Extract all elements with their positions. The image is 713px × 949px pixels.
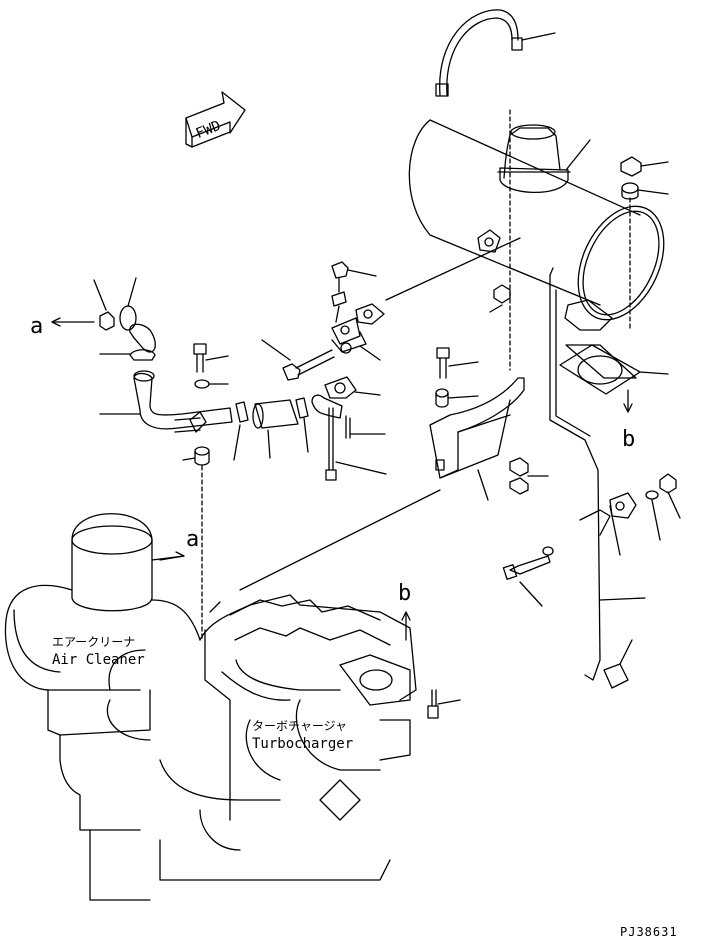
top-band-clamp — [435, 9, 556, 97]
air-cleaner-label-en: Air Cleaner — [52, 652, 145, 668]
clamp-bolts-left — [174, 343, 229, 641]
labels: エアークリーナ Air Cleaner ターボチャージャ Turbocharge… — [52, 635, 678, 939]
ref-a-air-cleaner: a — [186, 527, 199, 552]
turbocharger-label-en: Turbocharger — [252, 736, 353, 752]
forward-direction-arrow: FWD — [185, 91, 246, 148]
fwd-label: FWD — [194, 118, 223, 142]
bracket-bolts — [435, 284, 549, 495]
nut-top-right — [620, 156, 669, 331]
muffler — [408, 119, 665, 331]
drawing-code: PJ38631 — [620, 925, 678, 939]
intake-pipe-left: a — [30, 277, 233, 430]
air-cleaner: a — [4, 513, 201, 831]
flange-bolt — [261, 339, 335, 381]
turbocharger-label-jp: ターボチャージャ — [252, 719, 347, 733]
stay-pipe — [549, 267, 646, 681]
connecting-hose — [233, 397, 309, 461]
ref-b-right: b — [622, 427, 635, 452]
air-cleaner-label-jp: エアークリーナ — [52, 635, 135, 649]
ref-a-left: a — [30, 314, 43, 339]
exhaust-elbow-group — [311, 261, 387, 481]
turbocharger-area: b — [89, 489, 461, 901]
clip-bracket — [609, 473, 681, 556]
flange-gasket: b — [559, 344, 669, 452]
support-bracket — [429, 109, 525, 501]
bolt-lower-right — [502, 546, 633, 689]
ref-b-turbo: b — [398, 581, 411, 606]
leader-lines — [209, 237, 521, 613]
